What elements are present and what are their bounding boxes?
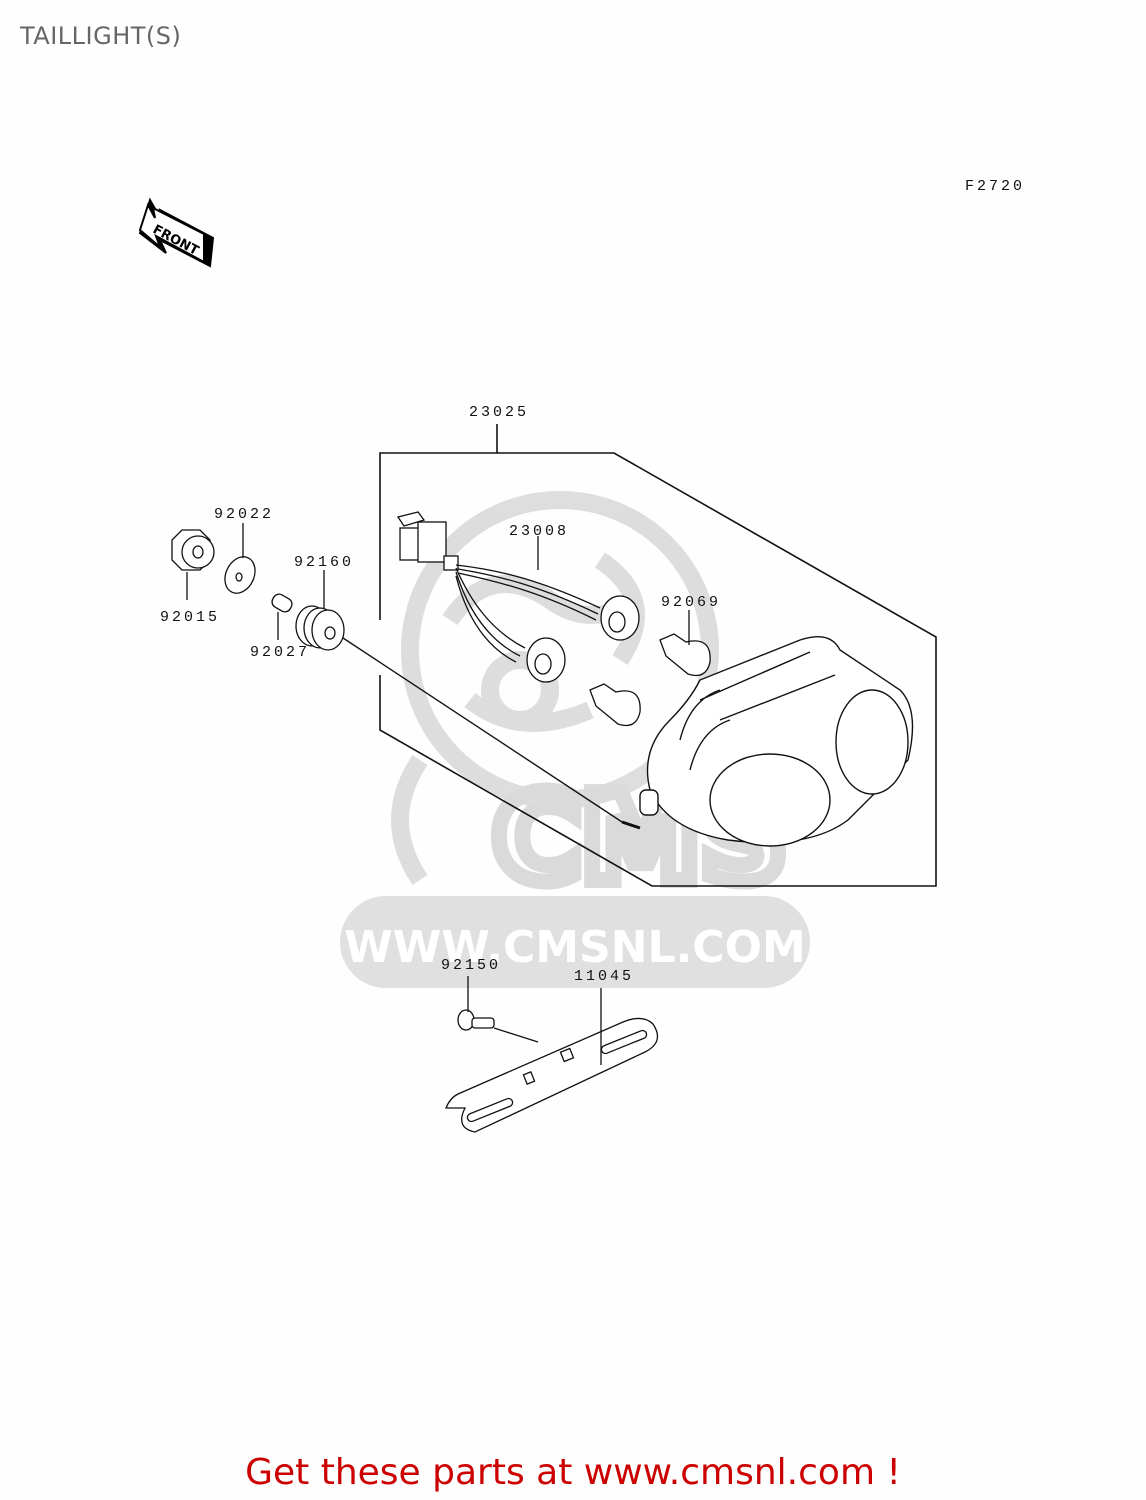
bracket-11045 bbox=[445, 988, 659, 1133]
part-label-92069[interactable]: 92069 bbox=[661, 594, 721, 611]
part-label-92027[interactable]: 92027 bbox=[250, 644, 310, 661]
svg-text:WWW.CMSNL.COM: WWW.CMSNL.COM bbox=[344, 922, 806, 973]
part-label-23008[interactable]: 23008 bbox=[509, 523, 569, 540]
assembly-group-outline bbox=[379, 424, 937, 887]
part-label-23025[interactable]: 23025 bbox=[469, 404, 529, 421]
part-label-11045[interactable]: 11045 bbox=[574, 968, 634, 985]
collar-92027 bbox=[271, 593, 293, 640]
bolt-92150 bbox=[457, 976, 539, 1043]
figure-code: F2720 bbox=[965, 178, 1025, 195]
leader-line-92160 bbox=[339, 635, 623, 823]
front-arrow-icon: FRONT bbox=[138, 197, 215, 268]
part-label-92022[interactable]: 92022 bbox=[214, 506, 274, 523]
bulb-92069 bbox=[589, 610, 711, 727]
part-label-92150[interactable]: 92150 bbox=[441, 957, 501, 974]
part-label-92015[interactable]: 92015 bbox=[160, 609, 220, 626]
part-label-92160[interactable]: 92160 bbox=[294, 554, 354, 571]
taillight-housing bbox=[621, 636, 914, 847]
nut-92015 bbox=[171, 529, 215, 600]
damper-92160 bbox=[295, 570, 345, 651]
washer-92022 bbox=[224, 523, 256, 594]
footer-cta-link[interactable]: Get these parts at www.cmsnl.com ! bbox=[245, 1452, 901, 1493]
wiring-harness-23008 bbox=[396, 511, 640, 683]
page-title: TAILLIGHT(S) bbox=[20, 22, 182, 50]
